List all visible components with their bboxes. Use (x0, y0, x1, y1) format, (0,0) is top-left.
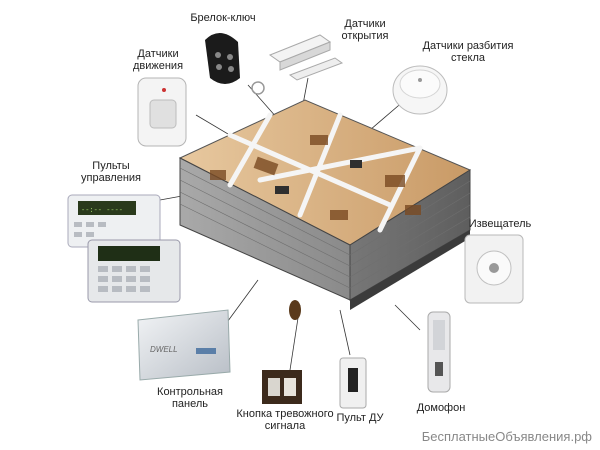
keyfob-device (205, 32, 265, 95)
remote-device (339, 357, 367, 409)
door-sensor-device (268, 34, 344, 81)
motion-sensor-device (137, 77, 187, 147)
keypad-devices: --:-- ---- (67, 194, 181, 303)
keypad-display-text: --:-- ---- (81, 207, 123, 215)
label-siren: Извещатель (468, 218, 532, 230)
siren-device (464, 234, 524, 304)
label-glass-sensor: Датчики разбития стекла (422, 40, 514, 64)
house-model (178, 99, 472, 320)
label-door-sensor: Датчики открытия (341, 18, 389, 42)
control-panel-device: DWELL (137, 309, 231, 381)
panel-brand-text: DWELL (150, 345, 178, 354)
label-control-panel: Контрольная панель (157, 386, 223, 410)
label-remote: Пульт ДУ (336, 412, 384, 424)
intercom-device (427, 311, 451, 393)
label-motion-sensor: Датчики движения (132, 48, 184, 72)
glass-break-sensor-device (392, 65, 448, 115)
label-intercom: Домофон (416, 402, 466, 414)
label-keypads: Пульты управления (81, 160, 141, 184)
panic-button-device (262, 370, 302, 404)
label-keyfob: Брелок-ключ (190, 12, 256, 24)
watermark: БесплатныеОбъявления.рф (421, 429, 592, 444)
label-panic-button: Кнопка тревожного сигнала (236, 408, 334, 432)
